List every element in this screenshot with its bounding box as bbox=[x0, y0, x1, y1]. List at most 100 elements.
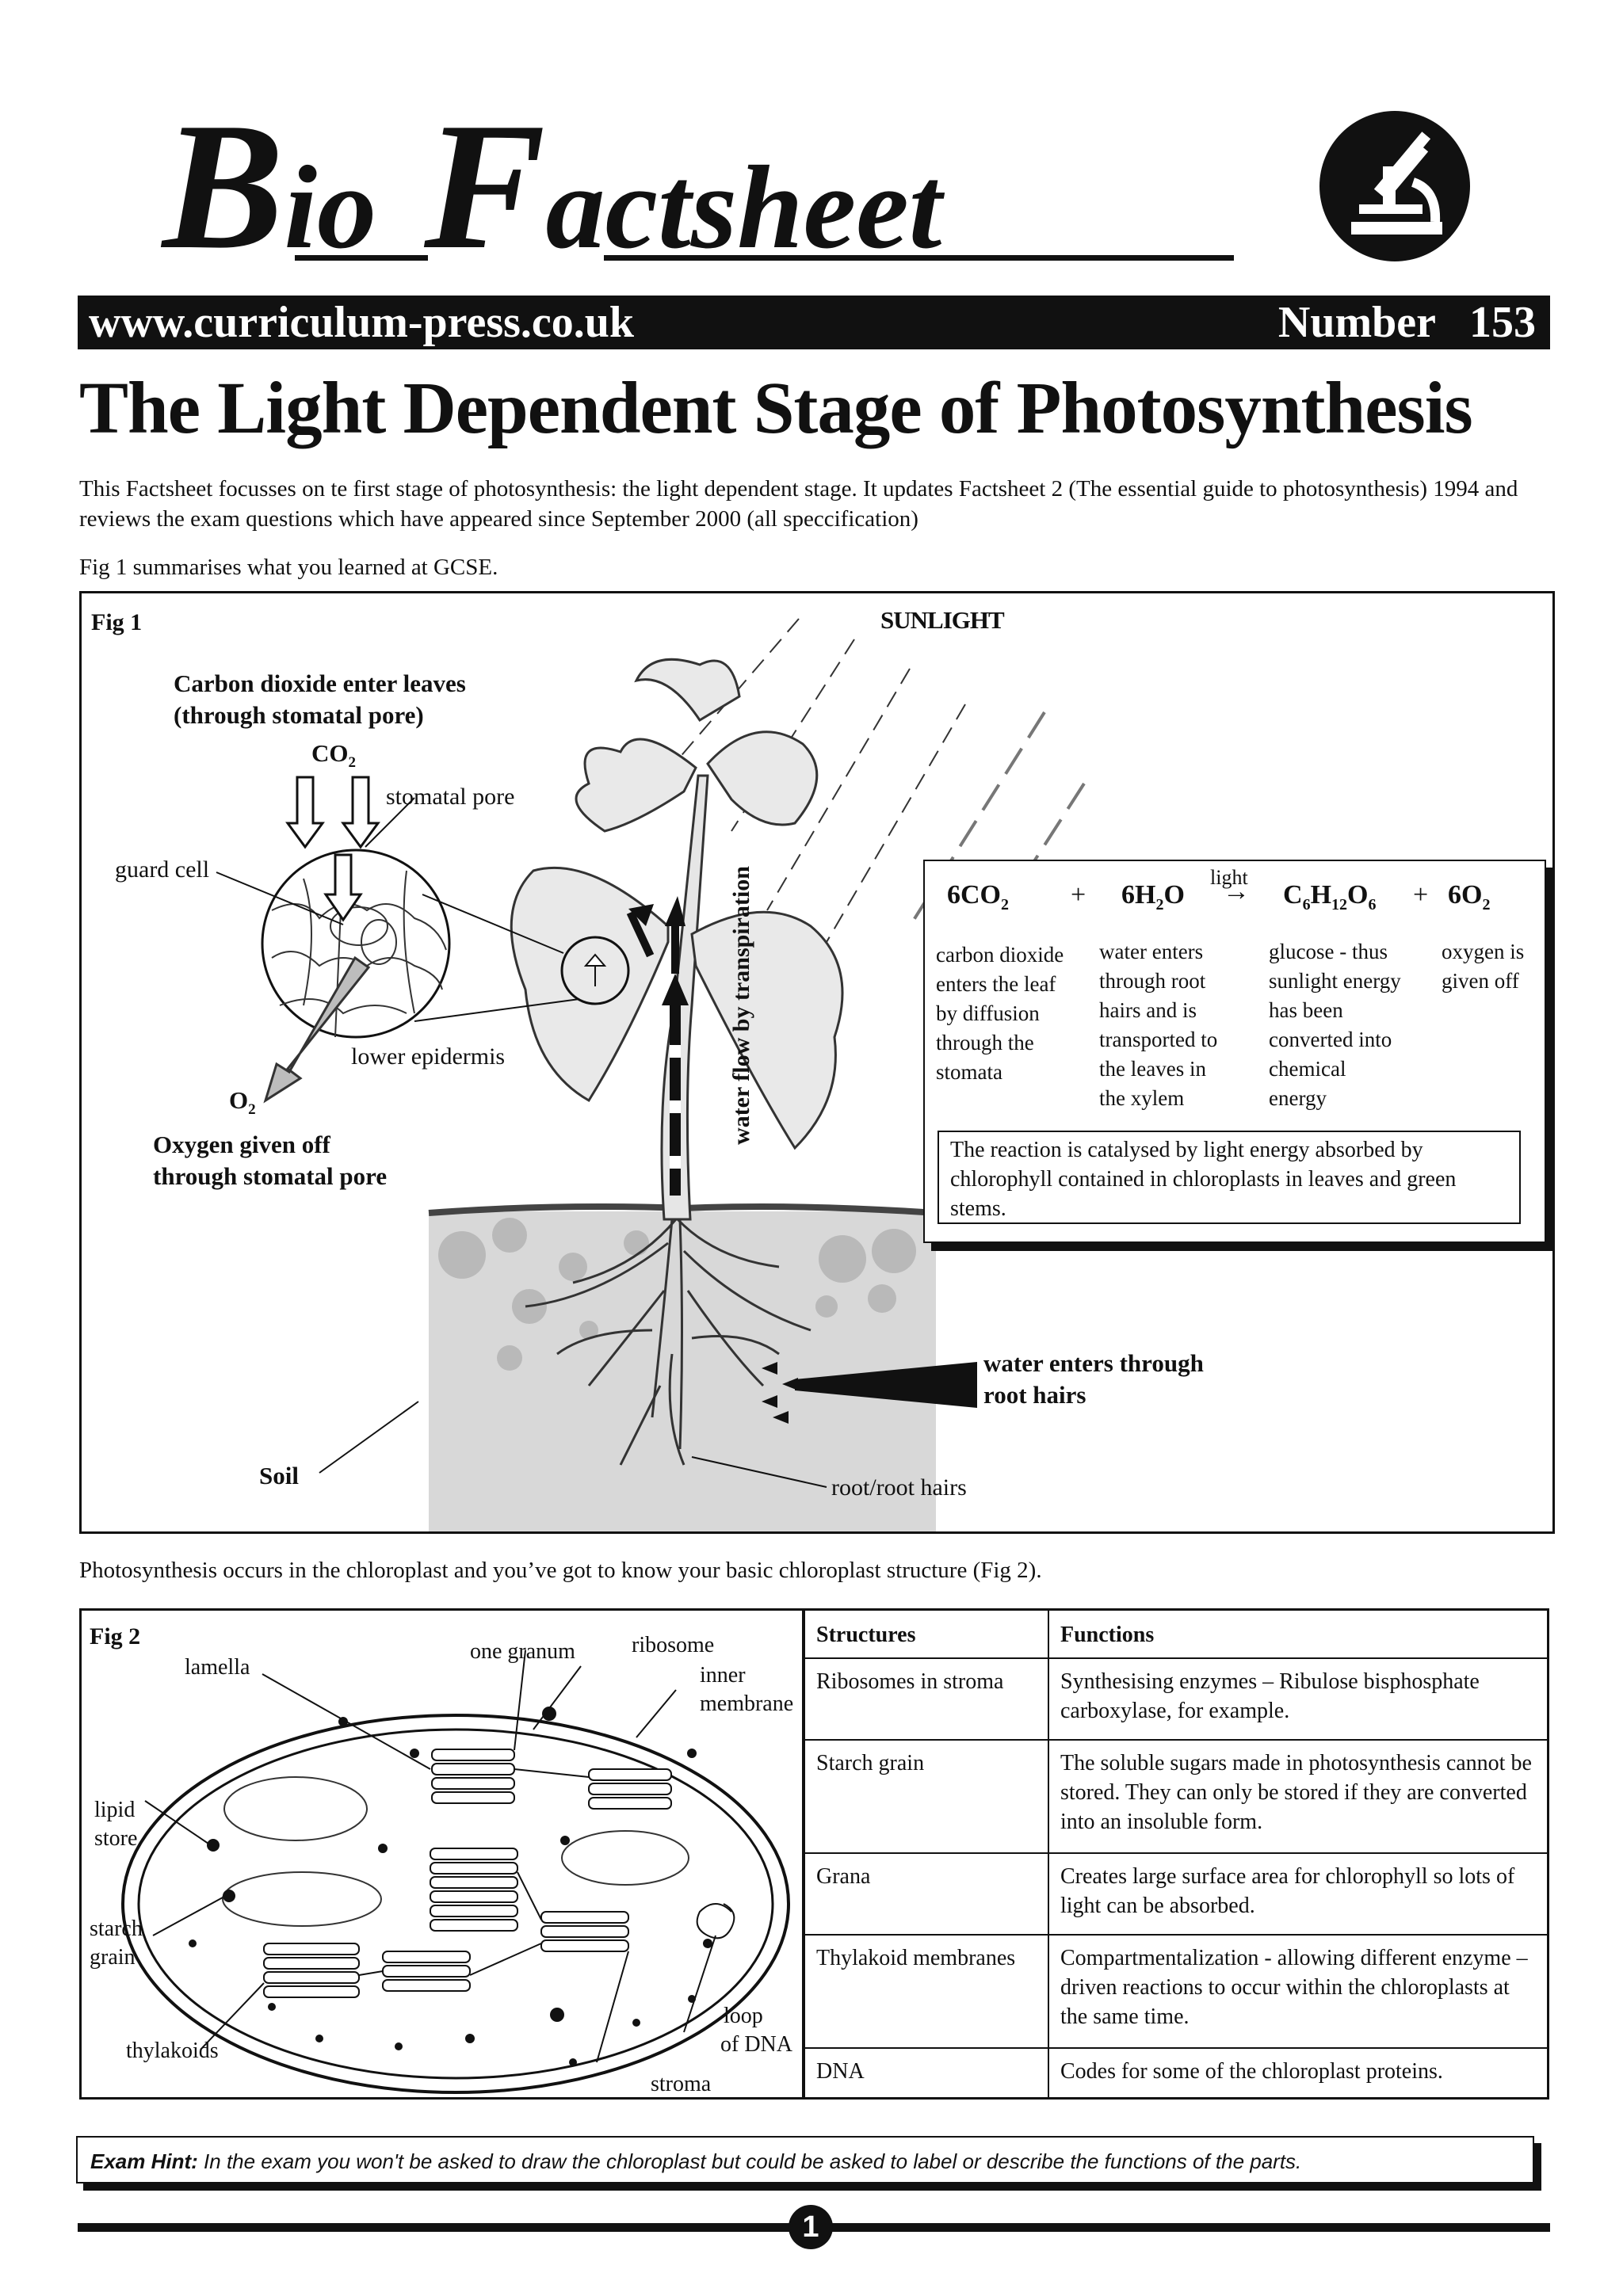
logo-underline-actsheet bbox=[604, 255, 1234, 261]
eq-h2o-sub: 2 bbox=[1155, 895, 1164, 913]
page-title: The Light Dependent Stage of Photosynthe… bbox=[79, 368, 1473, 449]
function-cell: Synthesising enzymes – Ribulose bisphosp… bbox=[1048, 1657, 1549, 1741]
eq-col3-line: energy bbox=[1269, 1086, 1327, 1110]
lipid-store-line1: lipid bbox=[94, 1798, 136, 1822]
structure-cell: Ribosomes in stroma bbox=[803, 1657, 1049, 1741]
o2-sub: 2 bbox=[248, 1101, 256, 1119]
starch-grain-line2: grain bbox=[90, 1945, 136, 1970]
ribosome-label: ribosome bbox=[632, 1633, 715, 1657]
function-cell: Compartmentalization - allowing differen… bbox=[1048, 1933, 1549, 2049]
eq-o: O bbox=[1347, 880, 1369, 910]
website-link[interactable]: www.curriculum-press.co.uk bbox=[89, 298, 635, 347]
eq-col2-line: transported to bbox=[1099, 1028, 1218, 1051]
equation-light: light bbox=[1210, 866, 1248, 889]
sunlight-label: SUNLIGHT bbox=[880, 606, 1005, 634]
eq-h2o-b: O bbox=[1163, 880, 1185, 910]
eq-col2-line: the leaves in bbox=[1099, 1057, 1206, 1081]
fig1-intro: Fig 1 summarises what you learned at GCS… bbox=[79, 555, 498, 580]
table-row: Ribosomes in stroma Synthesising enzymes… bbox=[803, 1657, 1549, 1741]
equation-h2o: 6H2O bbox=[1121, 880, 1185, 914]
thylakoids-label: thylakoids bbox=[126, 2039, 219, 2063]
eq-col3-line: glucose - thus bbox=[1269, 940, 1388, 963]
eq-col1-line: through the bbox=[936, 1031, 1034, 1055]
eq-o2-sub: 2 bbox=[1482, 895, 1491, 913]
co2-main: CO bbox=[311, 739, 349, 767]
water-enters-line1: water enters through bbox=[983, 1349, 1204, 1377]
eq-col2-line: through root bbox=[1099, 969, 1206, 993]
equation-glucose: C6H12O6 bbox=[1283, 880, 1376, 914]
table-header-row: Structures Functions bbox=[803, 1608, 1549, 1660]
fig2-intro: Photosynthesis occurs in the chloroplast… bbox=[79, 1558, 1042, 1583]
eq-co2-main: 6CO bbox=[947, 880, 1001, 910]
table-row: DNA Codes for some of the chloroplast pr… bbox=[803, 2046, 1549, 2100]
loop-dna-line2: of DNA bbox=[720, 2032, 792, 2057]
number-label: Number bbox=[1277, 298, 1436, 347]
chloroplast-diagram bbox=[121, 1650, 790, 2094]
equation-o2: 6O2 bbox=[1448, 880, 1490, 914]
eq-col-water: water enters through root hairs and is t… bbox=[1099, 937, 1217, 1113]
inner-membrane-line2: membrane bbox=[700, 1691, 794, 1716]
structure-cell: Grana bbox=[803, 1852, 1049, 1936]
eq-h: H bbox=[1310, 880, 1332, 910]
eq-col1-line: stomata bbox=[936, 1060, 1002, 1084]
logo-actsheet: actsheet bbox=[545, 142, 942, 273]
fig1-label: Fig 1 bbox=[91, 609, 143, 635]
eq-col-carbon-dioxide: carbon dioxide enters the leaf by diffus… bbox=[936, 940, 1064, 1087]
eq-col1-line: carbon dioxide bbox=[936, 943, 1064, 967]
header-structures: Structures bbox=[803, 1608, 1049, 1660]
lower-epidermis-label: lower epidermis bbox=[351, 1043, 506, 1070]
eq-col2-line: the xylem bbox=[1099, 1086, 1185, 1110]
page-number: 1 bbox=[789, 2205, 833, 2249]
table-row: Starch grain The soluble sugars made in … bbox=[803, 1739, 1549, 1854]
equation-arrow: → bbox=[1223, 877, 1250, 906]
function-cell: The soluble sugars made in photosynthesi… bbox=[1048, 1739, 1549, 1854]
eq-c: C bbox=[1283, 880, 1303, 910]
header-bar: www.curriculum-press.co.uk Number 153 bbox=[78, 296, 1550, 349]
eq-col-glucose: glucose - thus sunlight energy has been … bbox=[1269, 937, 1401, 1113]
plant-diagram bbox=[216, 618, 1086, 1531]
eq-col3-line: sunlight energy bbox=[1269, 969, 1401, 993]
number-value: 153 bbox=[1469, 298, 1536, 347]
co2-heading-line1: Carbon dioxide enter leaves bbox=[174, 669, 466, 697]
structure-cell: Starch grain bbox=[803, 1739, 1049, 1854]
structure-cell: DNA bbox=[803, 2046, 1049, 2100]
header-functions: Functions bbox=[1048, 1608, 1549, 1660]
soil-label: Soil bbox=[259, 1462, 299, 1489]
eq-co2-sub: 2 bbox=[1001, 895, 1009, 913]
fig2-label: Fig 2 bbox=[90, 1623, 141, 1650]
issue-number: Number 153 bbox=[1278, 297, 1536, 348]
structures-table: Structures Functions Ribosomes in stroma… bbox=[803, 1608, 1549, 2100]
exam-hint-text: In the exam you won't be asked to draw t… bbox=[197, 2149, 1302, 2173]
exam-hint-box: Exam Hint: In the exam you won't be aske… bbox=[76, 2136, 1534, 2183]
equation-co2: 6CO2 bbox=[947, 880, 1009, 914]
eq-col3-line: chemical bbox=[1269, 1057, 1346, 1081]
equation-plus-2: + bbox=[1413, 880, 1429, 910]
co2-sub: 2 bbox=[348, 754, 357, 772]
eq-col2-line: water enters bbox=[1099, 940, 1204, 963]
catalyse-note: The reaction is catalysed by light energ… bbox=[938, 1131, 1521, 1224]
exam-hint-label: Exam Hint: bbox=[90, 2149, 198, 2173]
stomatal-pore-label: stomatal pore bbox=[386, 784, 515, 810]
intro-paragraph: This Factsheet focusses on te first stag… bbox=[79, 476, 1518, 532]
one-granum-label: one granum bbox=[470, 1639, 575, 1664]
o2-label: O2 bbox=[229, 1085, 256, 1126]
inner-membrane-line1: inner bbox=[700, 1663, 746, 1688]
co2-label: CO2 bbox=[311, 738, 356, 779]
eq-col-oxygen: oxygen is given off bbox=[1442, 937, 1524, 996]
eq-col4-line: oxygen is bbox=[1442, 940, 1525, 963]
oxygen-line2: through stomatal pore bbox=[153, 1162, 388, 1190]
figure-2: Fig 2 lamella one granum ribosome inner … bbox=[79, 1608, 804, 2100]
logo-f: F bbox=[424, 85, 546, 287]
microscope-icon bbox=[1319, 111, 1470, 261]
eq-o2-main: 6O bbox=[1448, 880, 1483, 910]
equation-plus-1: + bbox=[1071, 880, 1086, 910]
o2-main: O bbox=[229, 1086, 249, 1114]
eq-col4-line: given off bbox=[1442, 969, 1519, 993]
eq-col3-line: has been bbox=[1269, 998, 1343, 1022]
structure-cell: Thylakoid membranes bbox=[803, 1933, 1049, 2049]
starch-grain-line1: starch bbox=[90, 1917, 143, 1941]
logo-io: io bbox=[284, 142, 377, 273]
oxygen-line1: Oxygen given off bbox=[153, 1131, 330, 1158]
logo-underline-io bbox=[295, 255, 428, 261]
lamella-label: lamella bbox=[185, 1655, 250, 1680]
